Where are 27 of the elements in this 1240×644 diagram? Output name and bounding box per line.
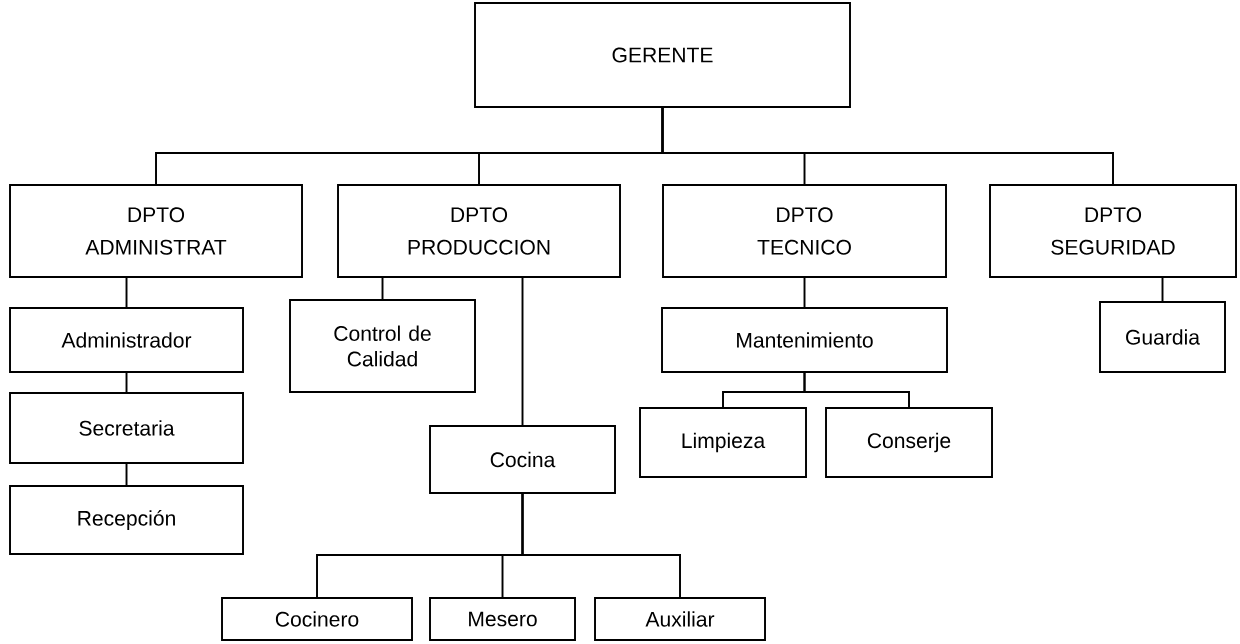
org-box: Secretaria [9,392,244,464]
org-box: DPTO PRODUCCION [337,184,621,278]
org-box: Mantenimiento [661,307,948,373]
org-box: Mesero [429,597,576,641]
connector-line [803,372,910,408]
connector-line [521,493,681,598]
org-box: Conserje [825,407,993,478]
org-box: Control de Calidad [289,299,476,393]
org-box: DPTO TECNICO [662,184,947,278]
connector-line [381,277,384,300]
connector-line [1161,277,1164,302]
connector-line [661,107,1114,185]
org-box: Limpieza [639,407,807,478]
org-box: DPTO SEGURIDAD [989,184,1237,278]
connector-line [125,277,128,308]
connector-line [125,372,128,393]
connector-line [803,277,806,308]
connector-line [521,277,524,426]
org-box: Recepción [9,485,244,555]
org-box: Auxiliar [594,597,766,641]
org-box: Cocina [429,425,616,494]
connector-line [125,463,128,486]
org-box: GERENTE [474,2,851,108]
org-box: Guardia [1099,301,1226,373]
org-box: DPTO ADMINISTRAT [9,184,303,278]
org-box: Administrador [9,307,244,373]
org-box: Cocinero [221,597,413,641]
